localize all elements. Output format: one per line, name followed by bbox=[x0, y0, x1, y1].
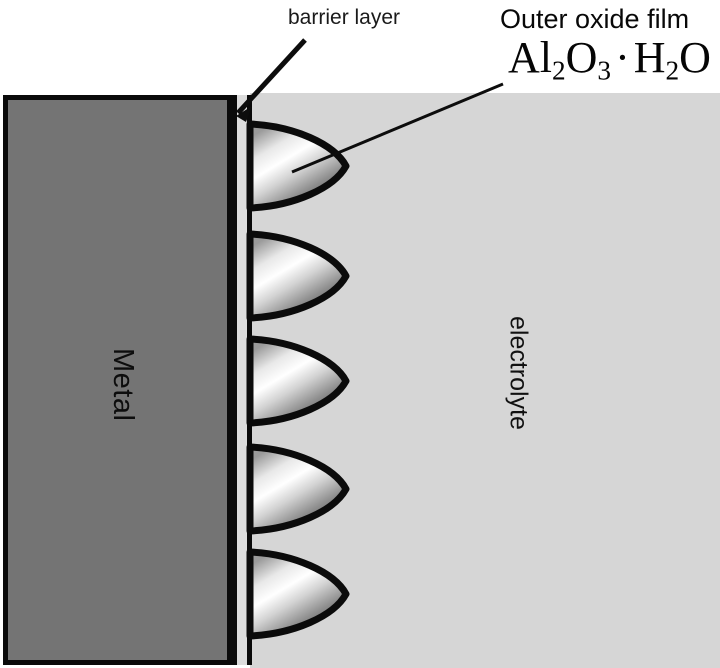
pore-cone-5 bbox=[246, 548, 352, 640]
pore-cone-3 bbox=[246, 335, 352, 427]
metal-block: Metal bbox=[3, 95, 232, 665]
formula-sub-3: 3 bbox=[597, 55, 612, 86]
outer-oxide-film-formula: Al2O3·H2O bbox=[508, 36, 711, 85]
outer-oxide-film-title: Outer oxide film bbox=[500, 4, 690, 34]
metal-label: Metal bbox=[107, 348, 139, 422]
pore-cone-1 bbox=[246, 120, 352, 212]
electrolyte-label: electrolyte bbox=[504, 315, 533, 430]
barrier-layer-label: barrier layer bbox=[288, 6, 401, 29]
formula-sub-2b: 2 bbox=[665, 55, 680, 86]
formula-o: O bbox=[565, 33, 598, 82]
pore-cone-2 bbox=[246, 230, 352, 322]
formula-middot: · bbox=[615, 33, 630, 82]
formula-sub-2a: 2 bbox=[552, 55, 566, 86]
formula-al: Al bbox=[508, 33, 552, 82]
formula-h: H bbox=[633, 33, 666, 82]
formula-o2: O bbox=[679, 33, 711, 82]
pore-cone-4 bbox=[246, 443, 352, 535]
